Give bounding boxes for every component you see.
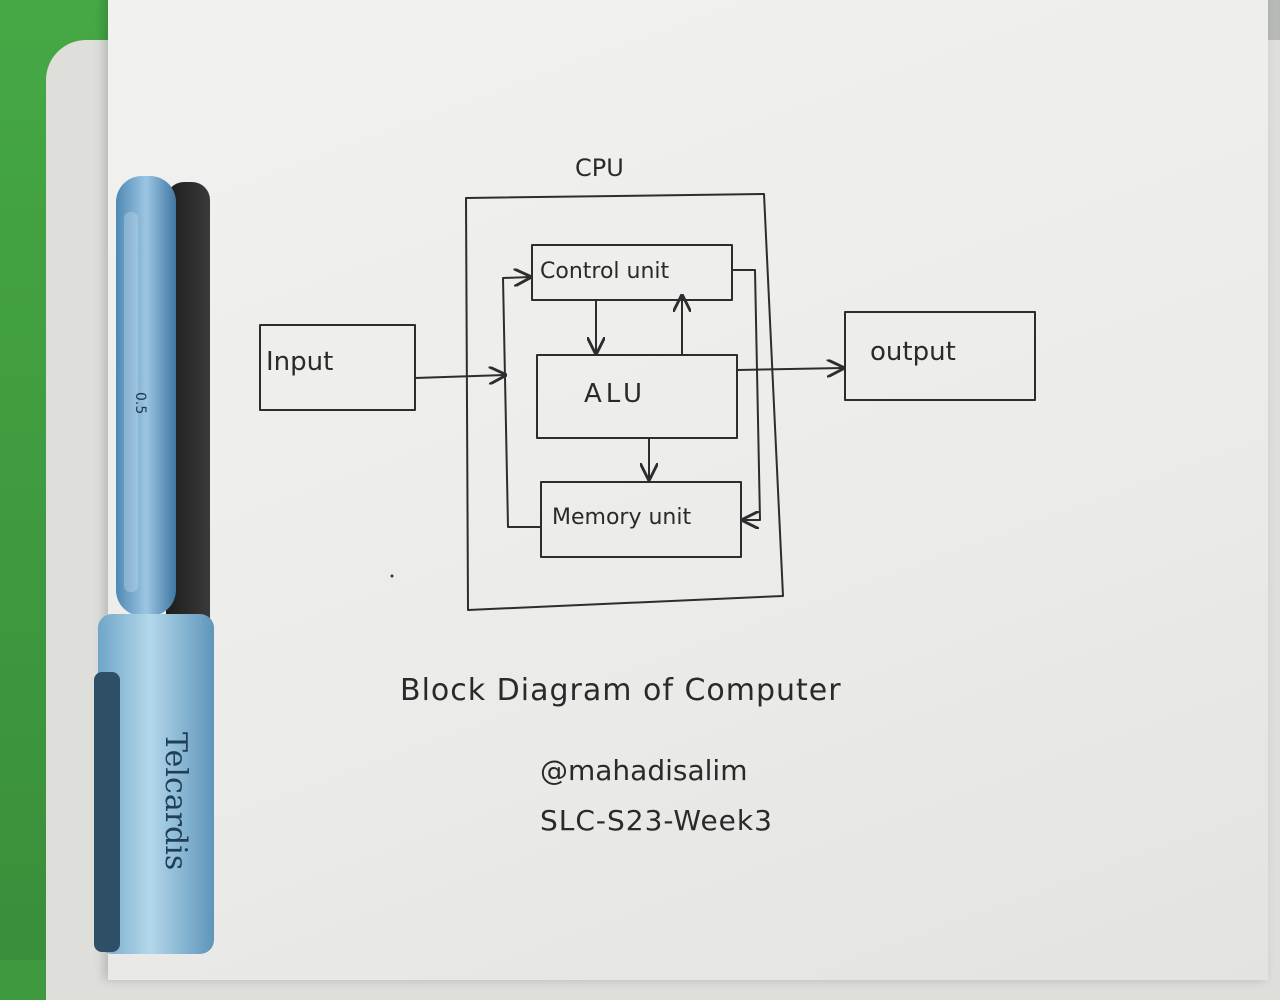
- pen: 0.5 Telcardis: [94, 176, 214, 954]
- pen-cap: [98, 614, 214, 954]
- pen-highlight: [124, 212, 138, 592]
- input-label: Input: [266, 347, 333, 377]
- paper-sheet: [108, 0, 1268, 980]
- output-label: output: [870, 337, 956, 367]
- cpu-box: [465, 193, 784, 611]
- alu-box: [536, 354, 738, 439]
- arrow-alu-to-output: [736, 368, 843, 370]
- arrow-input-to-alu: [414, 375, 505, 378]
- input-box: [259, 324, 416, 411]
- block-diagram: CPU Control unit ALU Memory unit Input o…: [259, 154, 1036, 837]
- cpu-label: CPU: [575, 154, 624, 182]
- alu-label: ALU: [584, 379, 646, 409]
- memory-unit-label: Memory unit: [552, 505, 691, 530]
- pen-barrel: [116, 176, 176, 616]
- arrow-memory-to-control: [502, 277, 542, 528]
- output-box: [844, 311, 1036, 401]
- signature-tag: SLC-S23-Week3: [540, 804, 773, 837]
- diagram-title: Block Diagram of Computer: [400, 673, 842, 708]
- control-unit-label: Control unit: [540, 259, 670, 284]
- arrow-control-to-memory: [731, 269, 761, 520]
- signature-handle: @mahadisalim: [540, 754, 747, 787]
- pen-clip: [94, 672, 120, 952]
- pen-brand: Telcardis: [158, 732, 193, 870]
- pen-size-label: 0.5: [132, 392, 148, 414]
- memory-unit-box: [540, 481, 742, 558]
- ink-dot: [390, 574, 394, 578]
